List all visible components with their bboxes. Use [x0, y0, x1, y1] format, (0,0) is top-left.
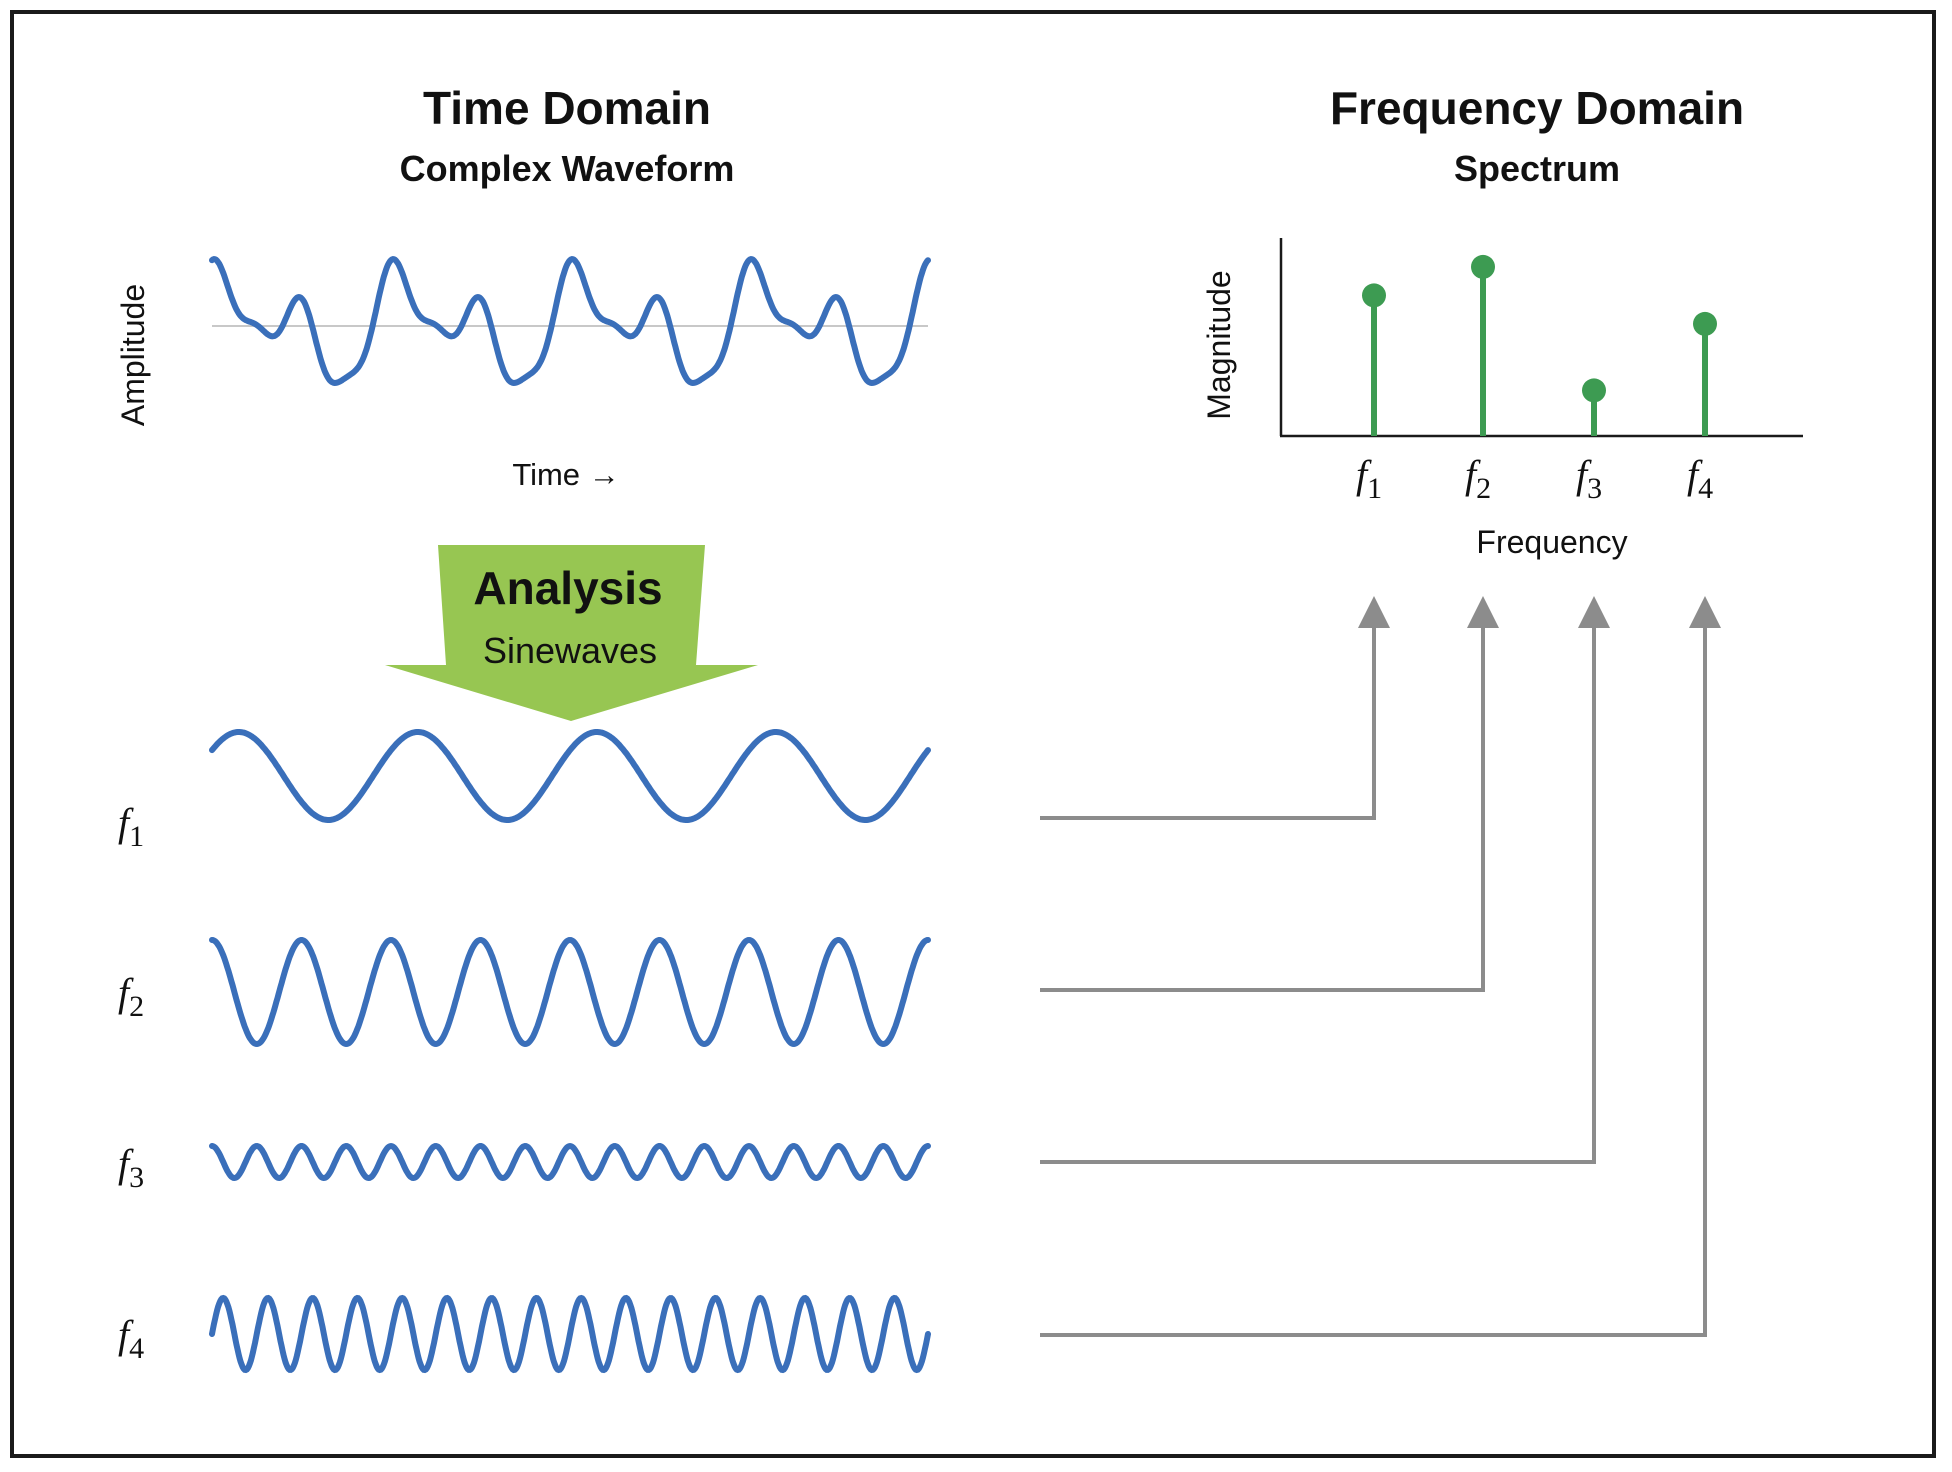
sinewave-f1: [209, 729, 931, 823]
component-label-f1: f1: [118, 800, 144, 853]
frequency-domain-title: Frequency Domain: [1330, 82, 1744, 134]
spectrum-stems: [1362, 254, 1717, 436]
stem-marker-f3: [1582, 378, 1606, 403]
stem-marker-f2: [1471, 254, 1495, 279]
stem-marker-f1: [1362, 283, 1386, 308]
spectrum-tick-labels: f1 f2 f3 f4: [1356, 452, 1713, 505]
time-domain-title: Time Domain: [423, 82, 711, 134]
frequency-domain-subtitle: Spectrum: [1454, 148, 1620, 189]
amplitude-axis-label: Amplitude: [115, 284, 151, 426]
connector-f1: [1040, 596, 1390, 820]
magnitude-axis-label: Magnitude: [1201, 270, 1237, 419]
connector-f4: [1040, 596, 1721, 1337]
tick-label-f4: f4: [1687, 452, 1713, 505]
frequency-axis-label: Frequency: [1476, 524, 1627, 560]
tick-label-f1: f1: [1356, 452, 1382, 505]
component-connectors: [1040, 596, 1721, 1337]
component-sinewaves: f1 f2 f3 f4: [118, 729, 931, 1374]
connector-f2: [1040, 596, 1499, 992]
component-label-f2: f2: [118, 970, 144, 1023]
time-domain-subtitle: Complex Waveform: [400, 148, 735, 189]
diagram-frame: [10, 10, 1936, 1458]
complex-waveform: [209, 256, 931, 387]
tick-label-f2: f2: [1465, 452, 1491, 505]
analysis-title: Analysis: [473, 562, 662, 614]
component-label-f3: f3: [118, 1141, 144, 1194]
time-axis-label: Time →: [512, 457, 619, 492]
sinewave-f4: [209, 1294, 931, 1374]
component-label-f4: f4: [118, 1312, 144, 1365]
analysis-subtitle: Sinewaves: [483, 630, 657, 671]
sinewave-f3: [209, 1142, 931, 1182]
analysis-arrow: [385, 545, 758, 721]
connector-f3: [1040, 596, 1610, 1164]
stem-marker-f4: [1693, 311, 1717, 336]
sinewave-f2: [209, 936, 931, 1048]
tick-label-f3: f3: [1576, 452, 1602, 505]
